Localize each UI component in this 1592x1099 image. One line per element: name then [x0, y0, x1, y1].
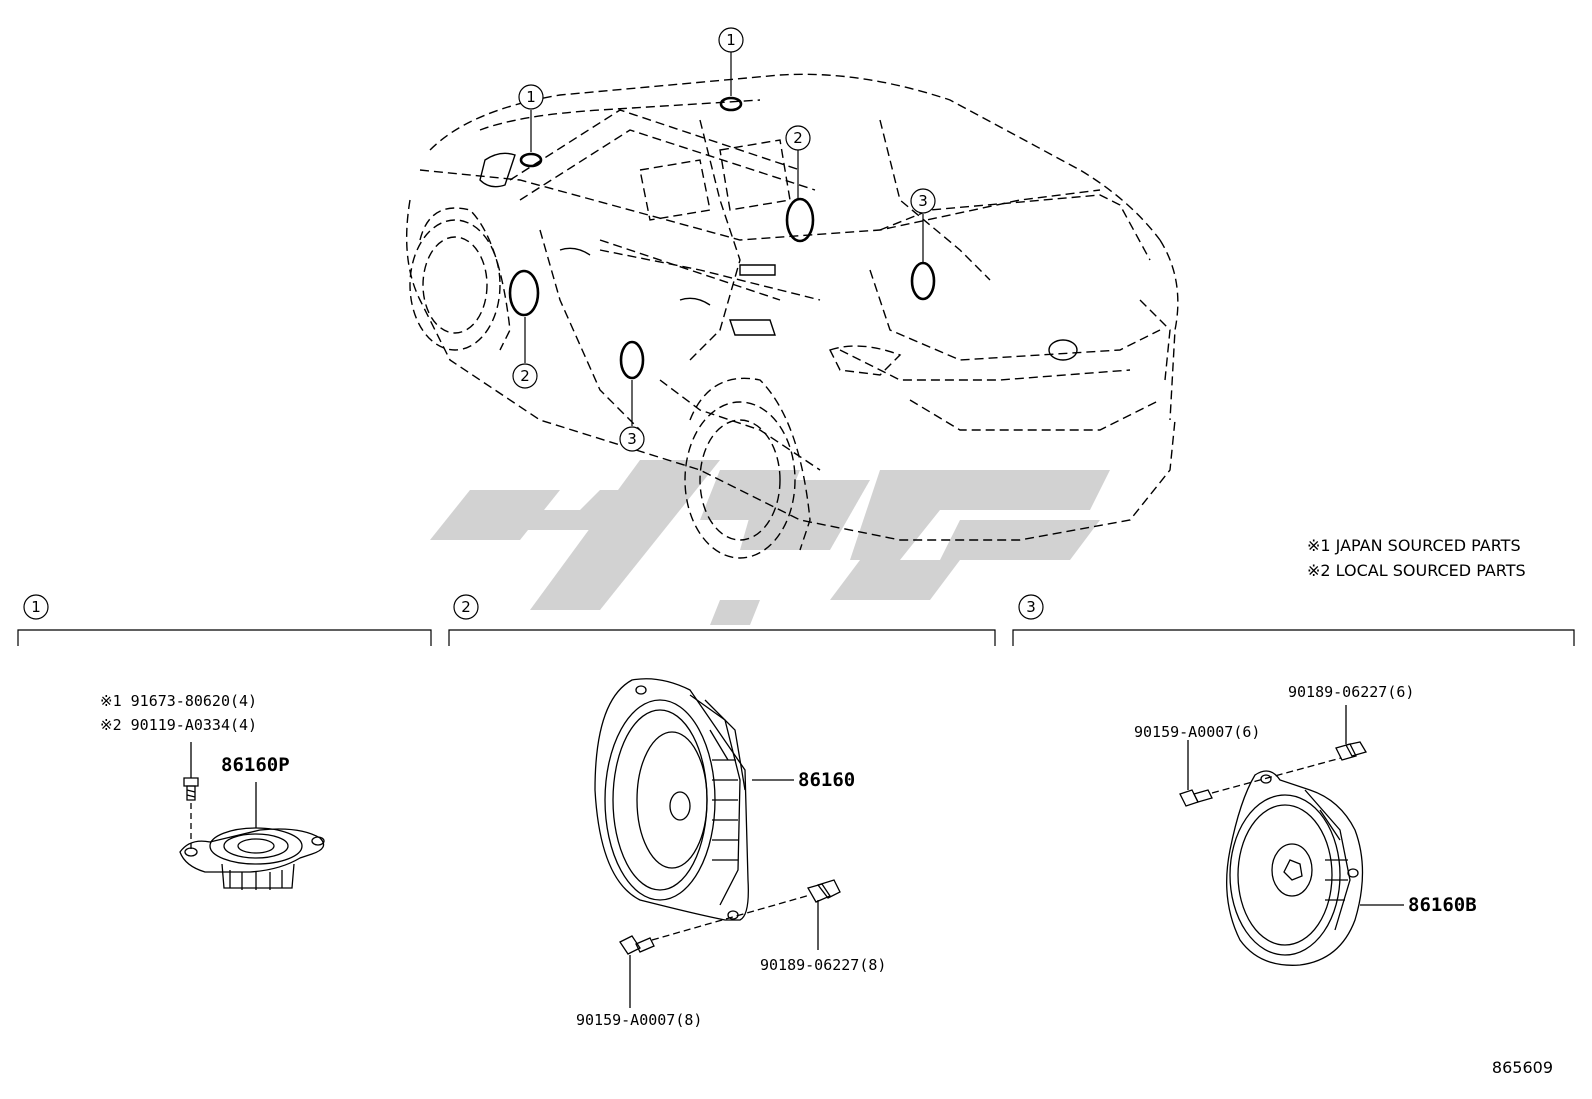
- front-door-left-marker: [508, 269, 540, 317]
- vehicle-speaker-markers: [508, 96, 936, 380]
- note-japan-sourced: ※1 JAPAN SOURCED PARTS: [1307, 536, 1521, 555]
- note-local-sourced: ※2 LOCAL SOURCED PARTS: [1307, 561, 1526, 580]
- rear-screw-label: 90159-A0007(6): [1134, 723, 1260, 741]
- front-door-speaker-assembly: [594, 678, 841, 1008]
- callout-1-a: 1: [526, 88, 536, 106]
- tweeter-right-marker: [719, 96, 743, 112]
- rear-speaker-label: 86160B: [1408, 894, 1477, 916]
- rear-clip-label: 90189-06227(6): [1288, 683, 1414, 701]
- tweeter-screw-local-label: ※2 90119-A0334(4): [100, 716, 257, 734]
- front-speaker-label: 86160: [798, 769, 855, 791]
- tweeter-left-marker: [519, 152, 543, 168]
- section-3-number: 3: [1026, 598, 1036, 616]
- rear-door-left-marker: [619, 340, 645, 380]
- tweeter-assembly: [179, 742, 325, 890]
- front-screw-label: 90159-A0007(8): [576, 1011, 702, 1029]
- section-2-number: 2: [461, 598, 471, 616]
- callout-3-b: 3: [627, 430, 637, 448]
- section-brackets: [17, 629, 1575, 646]
- front-door-right-marker: [785, 197, 815, 243]
- callout-2-b: 2: [520, 367, 530, 385]
- rear-door-right-marker: [910, 261, 936, 301]
- vehicle-callouts: [512, 27, 936, 452]
- front-clip-label: 90189-06227(8): [760, 956, 886, 974]
- section-1-number: 1: [31, 598, 41, 616]
- callout-1-b: 1: [726, 31, 736, 49]
- callout-3-a: 3: [918, 192, 928, 210]
- watermark-logo: [430, 460, 1110, 625]
- section-callouts: [23, 594, 1044, 620]
- rear-door-speaker-assembly: [1179, 705, 1404, 966]
- callout-2-a: 2: [793, 129, 803, 147]
- callout-leaders: [524, 52, 924, 426]
- tweeter-screw-japan-label: ※1 91673-80620(4): [100, 692, 257, 710]
- tweeter-speaker-label: 86160P: [221, 754, 290, 776]
- figure-number: 865609: [1492, 1058, 1553, 1077]
